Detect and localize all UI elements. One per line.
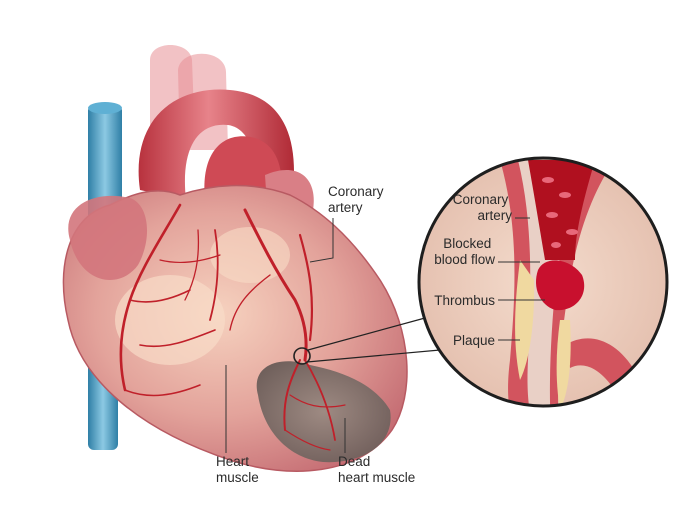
label-dead-heart-muscle: Dead heart muscle [338,454,415,485]
label-coronary-artery: Coronary artery [328,184,387,215]
inset-label-plaque: Plaque [453,333,495,348]
label-heart-muscle: Heart muscle [216,454,259,485]
inset-label-blocked-blood-flow: Blocked blood flow [434,236,495,267]
muscle-highlight [115,275,225,365]
inset-label-thrombus: Thrombus [434,293,495,308]
